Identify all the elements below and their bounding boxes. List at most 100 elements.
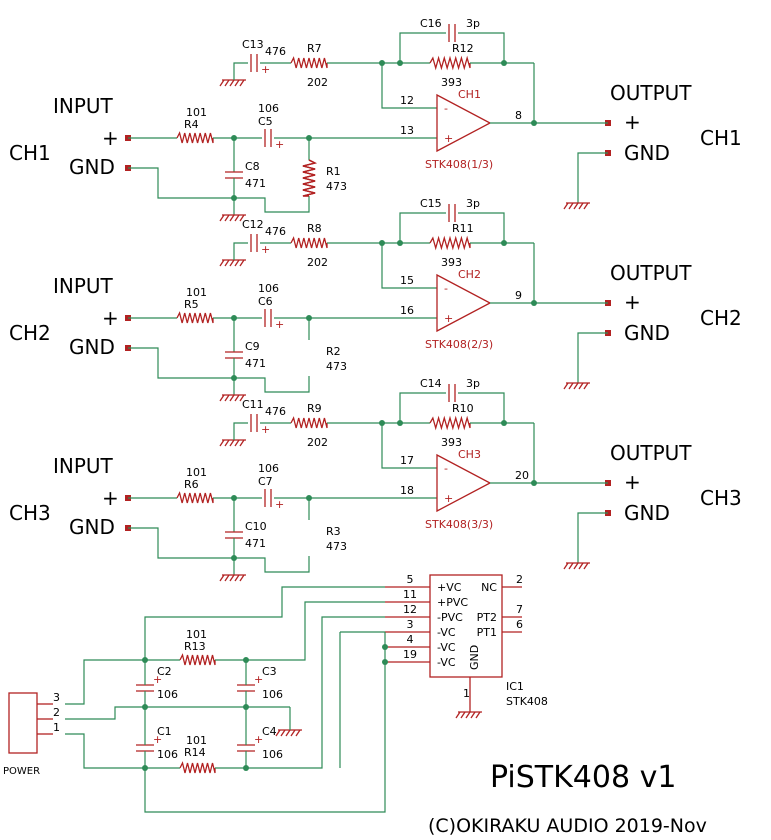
ground-symbol — [455, 711, 482, 719]
input-label: INPUT — [53, 274, 114, 298]
ic-pin-number: 7 — [516, 603, 523, 616]
ic-pin-number: 19 — [403, 648, 417, 661]
wire — [381, 243, 437, 289]
input-gnd-label: GND — [69, 515, 115, 539]
ground-hatch — [219, 574, 225, 582]
wire — [144, 586, 385, 660]
c2-value: 106 — [157, 688, 178, 701]
op-amp-plus: + — [444, 132, 453, 145]
c-fb-value: 476 — [265, 45, 286, 58]
power-supply: POWER321101R13101R14++++C2106C3106C1106C… — [3, 586, 388, 813]
c3-ref: C3 — [262, 665, 277, 678]
channel-2: INPUT+GNDCH2OUTPUT+GNDCH2101R5+106C616C9… — [9, 159, 742, 402]
ground-hatch — [568, 562, 574, 570]
output-plus-label: + — [624, 110, 641, 134]
r-in-ref: R5 — [184, 298, 199, 311]
pin-positive: 13 — [400, 124, 414, 137]
r14-ref: R14 — [184, 746, 206, 759]
ic-pin-number: 2 — [516, 573, 523, 586]
output-gnd-label: GND — [624, 501, 670, 525]
wire — [215, 601, 385, 661]
ground-hatch — [229, 574, 235, 582]
wire — [381, 63, 437, 109]
ic-gnd-pin-number: 1 — [463, 687, 470, 700]
r-gain-ref: R8 — [307, 222, 322, 235]
power-connector — [8, 692, 38, 754]
r-fb-value: 393 — [441, 76, 462, 89]
output-label: OUTPUT — [610, 441, 692, 465]
c-fb-ref: C11 — [242, 398, 264, 411]
ground-hatch — [460, 711, 466, 719]
ic-body — [429, 574, 503, 678]
ground-hatch — [229, 259, 235, 267]
wire — [233, 242, 248, 260]
ground-hatch — [563, 202, 569, 210]
ground-hatch — [224, 214, 230, 222]
wire — [399, 392, 446, 423]
c4-ref: C4 — [262, 725, 277, 738]
wire — [577, 332, 608, 383]
r-fb-ref: R11 — [452, 222, 474, 235]
ic-pin-number: 5 — [407, 573, 414, 586]
wire — [65, 733, 145, 769]
amp-name: CH3 — [458, 448, 481, 461]
ic-pin-name: -VC — [437, 626, 456, 639]
ground-symbol — [563, 202, 590, 210]
ground-hatch — [578, 382, 584, 390]
r-gain-value: 202 — [307, 436, 328, 449]
resistor — [179, 653, 216, 666]
r-in-ref: R6 — [184, 478, 199, 491]
amp-name: CH1 — [458, 88, 481, 101]
copyright-notice: (C)OKIRAKU AUDIO 2019-Nov — [428, 815, 707, 837]
c-hf-value: 3p — [466, 377, 480, 390]
ic-gnd-name: GND — [468, 645, 481, 670]
polarity-mark: + — [261, 423, 270, 436]
wire — [128, 167, 234, 199]
pin-negative: 17 — [400, 454, 414, 467]
ground-hatch — [234, 214, 240, 222]
op-amp-triangle — [436, 93, 492, 153]
ic-part: STK408 — [506, 695, 548, 708]
ic-pin-name: NC — [481, 581, 497, 594]
c-hf-ref: C15 — [420, 197, 442, 210]
r13-ref: R13 — [184, 640, 206, 653]
ground-hatch — [234, 259, 240, 267]
wire — [65, 706, 290, 720]
pin-output: 20 — [515, 469, 529, 482]
polarity-mark: + — [261, 243, 270, 256]
ground-symbol — [219, 259, 246, 267]
ic-ref: IC1 — [506, 680, 524, 693]
wire — [128, 527, 234, 559]
r14-value: 101 — [186, 734, 207, 747]
ground-hatch — [219, 79, 225, 87]
op-amp-minus: - — [444, 282, 448, 295]
ground-hatch — [224, 259, 230, 267]
resistor — [290, 416, 328, 429]
ground-hatch — [568, 382, 574, 390]
resistor — [429, 235, 471, 251]
resistor — [290, 236, 328, 249]
c3-value: 106 — [262, 688, 283, 701]
r-in-value: 101 — [186, 466, 207, 479]
ground-hatch — [295, 729, 301, 737]
c-hf-value: 3p — [466, 197, 480, 210]
wire — [128, 347, 234, 379]
pin-output: 8 — [515, 109, 522, 122]
ic-pin-name: -PVC — [437, 611, 463, 624]
ic-pin-name: -VC — [437, 656, 456, 669]
input-label: INPUT — [53, 454, 114, 478]
ground-hatch — [455, 711, 461, 719]
op-amp-triangle — [436, 453, 492, 513]
ground-hatch — [229, 79, 235, 87]
ic-pin-number: 11 — [403, 588, 417, 601]
power-pin-number: 3 — [53, 691, 60, 704]
ground-hatch — [219, 259, 225, 267]
r-fb-value: 393 — [441, 436, 462, 449]
ground-hatch — [285, 729, 291, 737]
ground-hatch — [219, 394, 225, 402]
ground-hatch — [573, 562, 579, 570]
c-shunt-ref: C9 — [245, 340, 260, 353]
op-amp-minus: - — [444, 462, 448, 475]
ground-symbol — [275, 729, 302, 737]
output-channel-label: CH3 — [700, 486, 742, 510]
